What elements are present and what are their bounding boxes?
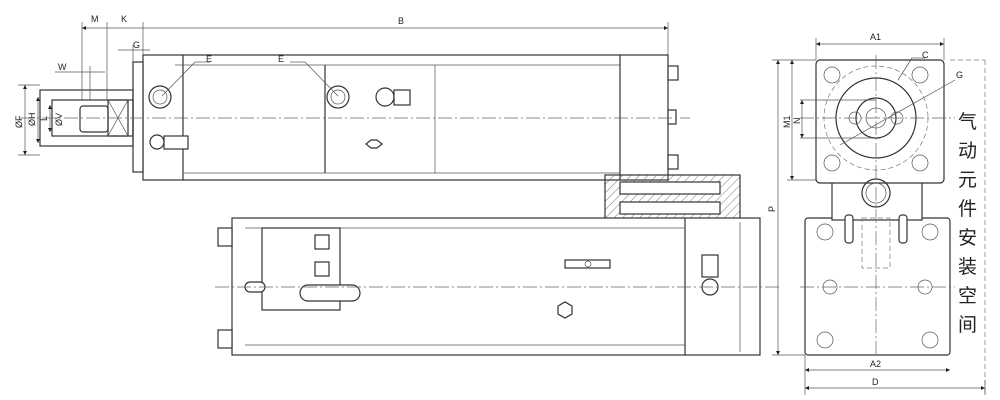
dim-d: D [872, 377, 879, 387]
dim-m: M [91, 14, 99, 24]
label-e-2: E [278, 54, 284, 64]
label-e-1: E [206, 54, 212, 64]
dim-w: W [58, 62, 67, 72]
dim-a1: A1 [870, 32, 881, 42]
dim-k: K [121, 14, 127, 24]
svg-text:安: 安 [958, 227, 977, 249]
dim-p: P [767, 206, 777, 212]
svg-text:气: 气 [958, 111, 977, 133]
svg-text:元: 元 [958, 169, 977, 191]
dim-l: L [39, 116, 49, 121]
top-cylinder [20, 54, 690, 181]
svg-text:装: 装 [958, 256, 977, 278]
svg-text:动: 动 [958, 140, 977, 162]
svg-text:空: 空 [958, 285, 977, 307]
svg-text:间: 间 [958, 314, 977, 336]
dim-g: G [133, 40, 140, 50]
mount-block [604, 174, 741, 223]
dim-f: ØF [14, 115, 24, 128]
label-c: C [922, 50, 929, 60]
dim-m1: M1 [782, 115, 792, 128]
dim-v: ØV [54, 113, 64, 126]
label-g: G [956, 70, 963, 80]
dim-b: B [398, 16, 404, 26]
install-space-note: 气 动 元 件 安 装 空 间 [958, 111, 977, 336]
dim-h: ØH [27, 113, 37, 127]
dim-n: N [792, 118, 802, 125]
side-view: A1 C G M1 N P A2 D 气 动 元 件 安 装 空 间 [767, 32, 986, 395]
dim-a2: A2 [870, 359, 881, 369]
bottom-cylinder [215, 217, 780, 356]
svg-text:件: 件 [958, 198, 977, 220]
dimensions-front: M K G W E E B ØF ØH L ØV [14, 14, 669, 156]
